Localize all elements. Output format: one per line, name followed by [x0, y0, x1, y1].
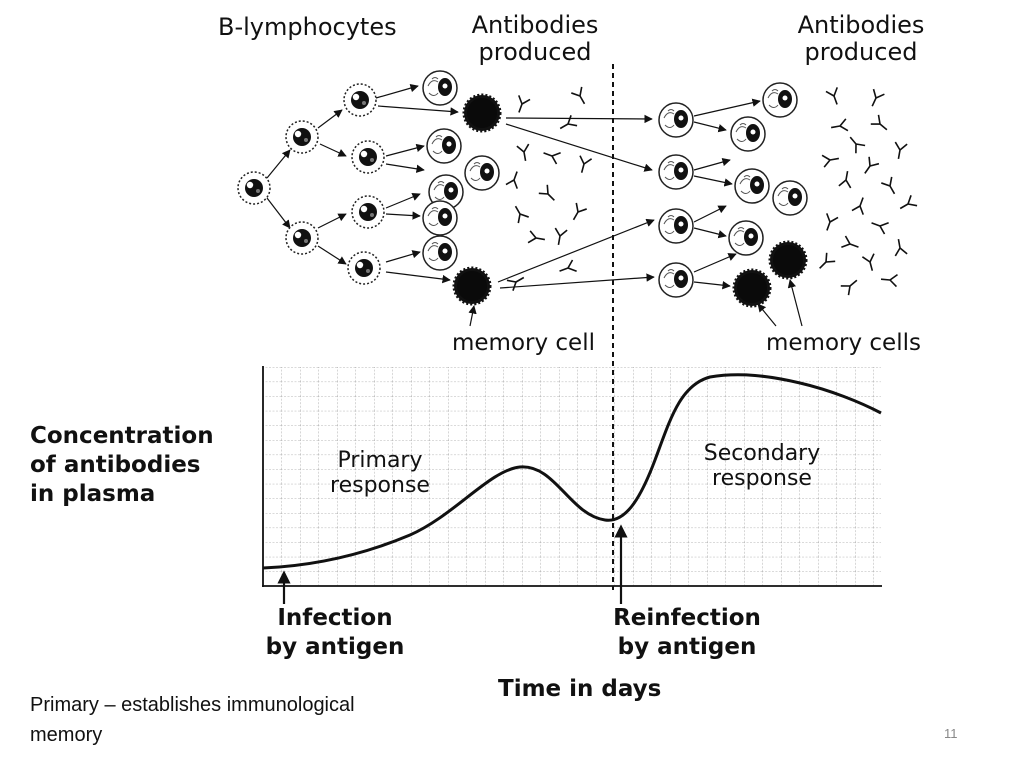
- slide-caption: Primary – establishes immunological memo…: [30, 694, 355, 746]
- infection-label: Infection by antigen: [265, 605, 405, 660]
- antibodies-produced-left-label: Antibodies produced: [471, 11, 599, 66]
- secondary-response-label: Secondary response: [703, 441, 821, 491]
- antibodies-produced-right-label: Antibodies produced: [797, 11, 925, 66]
- x-axis-label: Time in days: [498, 676, 662, 702]
- page-number: 11: [944, 726, 958, 741]
- lymphocyte-cells: [237, 83, 385, 285]
- reinfection-label: Reinfection by antigen: [613, 605, 761, 660]
- memory-cell-label: memory cell: [452, 330, 595, 356]
- primary-response-label: Primary response: [330, 448, 430, 498]
- memory-cells-label: memory cells: [766, 330, 921, 356]
- b-lymphocytes-label: B-lymphocytes: [218, 13, 397, 41]
- antibody-curve: [262, 373, 882, 570]
- y-axis-label: Concentration of antibodies in plasma: [30, 423, 214, 507]
- graph-axes: [262, 366, 882, 587]
- lineage-arrows: [266, 84, 803, 327]
